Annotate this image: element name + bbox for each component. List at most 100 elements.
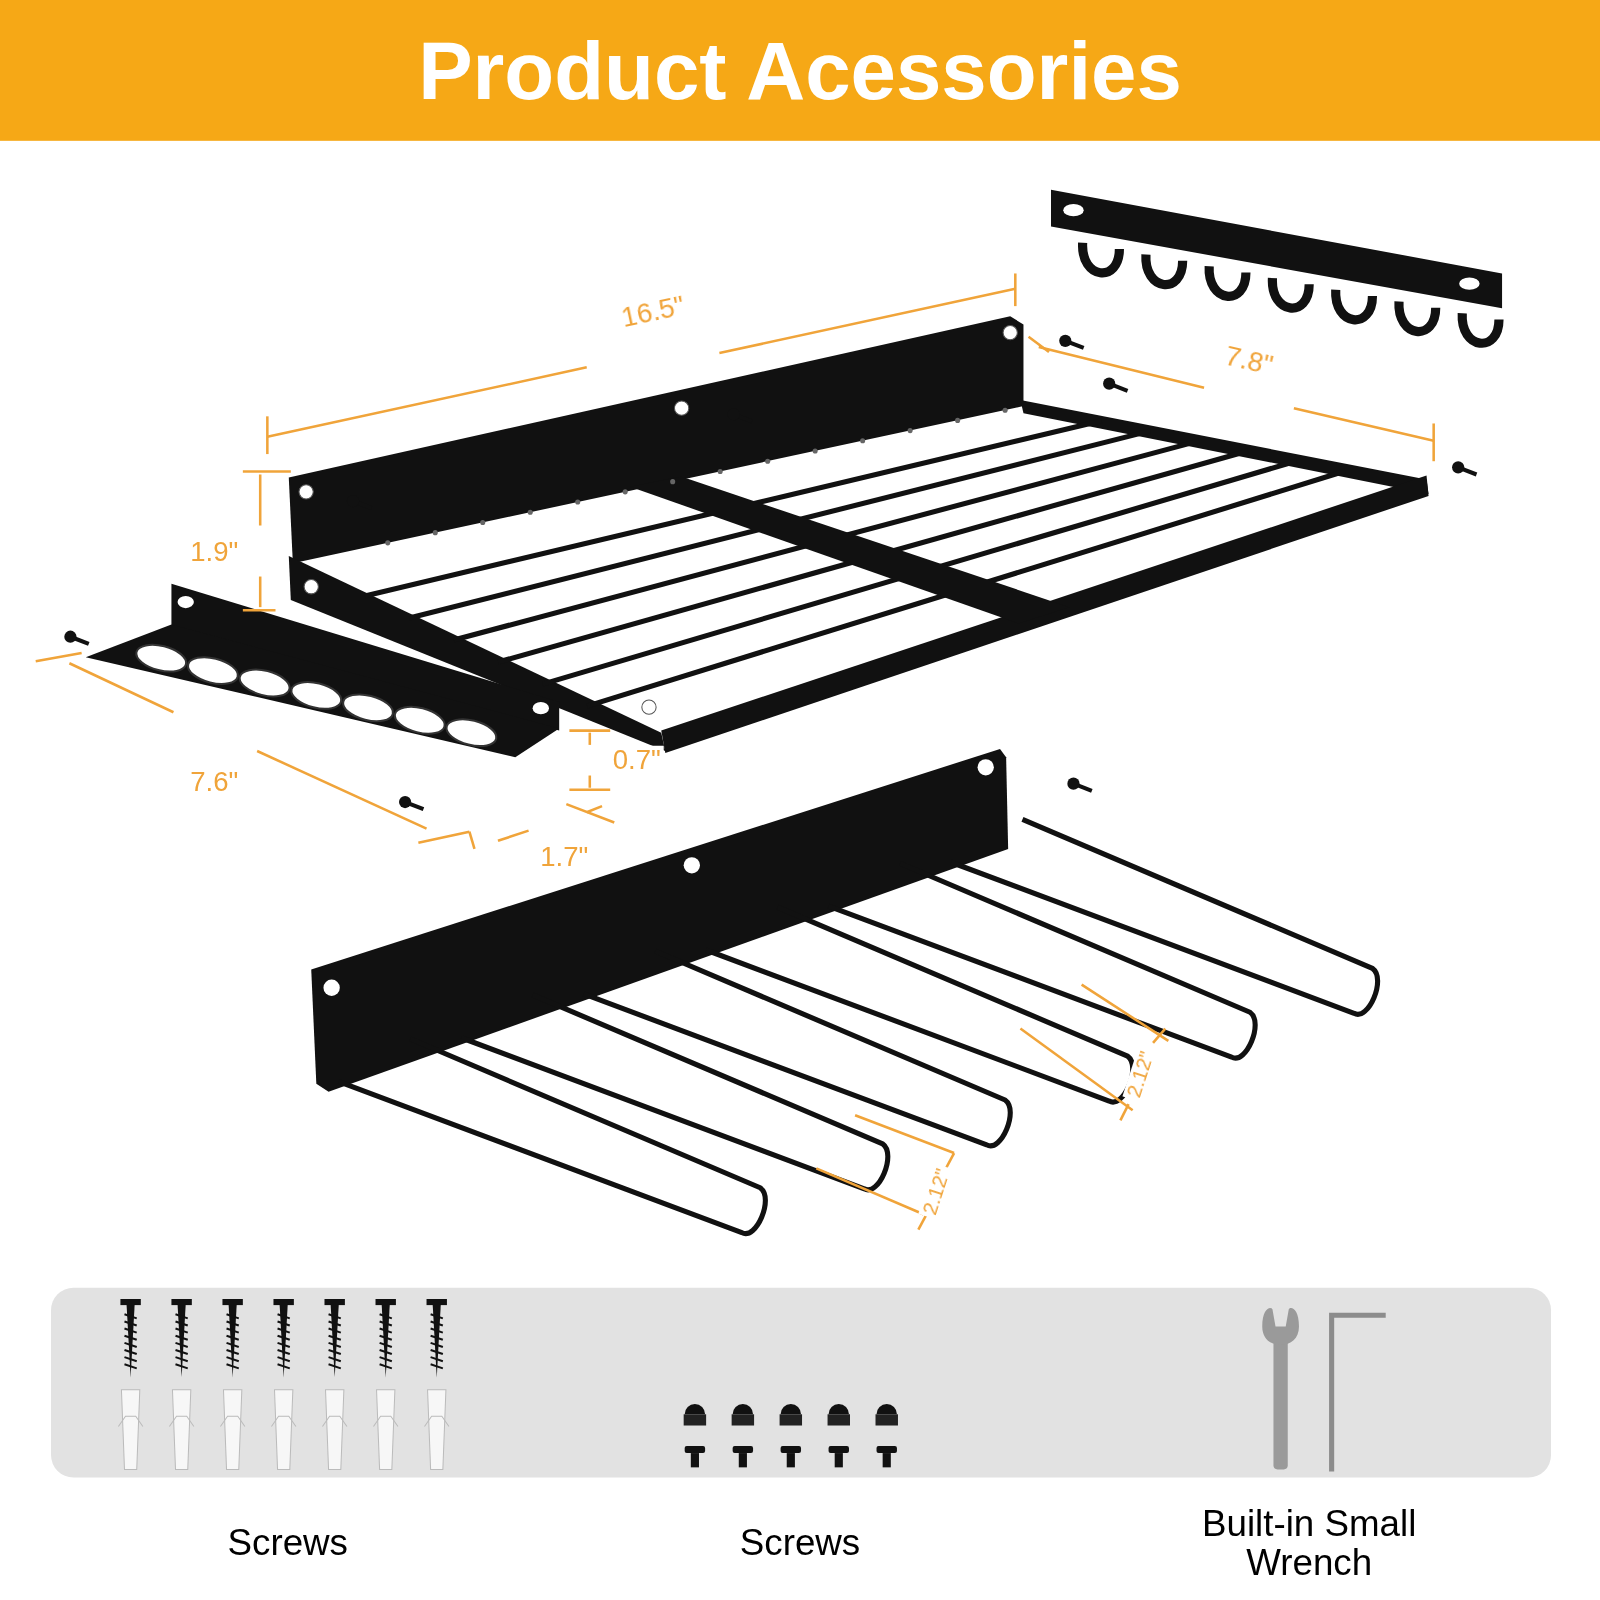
small-screw [399, 796, 423, 809]
hook-hole [1347, 301, 1357, 311]
dimension-line [243, 470, 291, 473]
dimension-line [469, 832, 474, 849]
mount-hole [1003, 326, 1017, 340]
round-hole [392, 702, 447, 738]
dimension-label: 1.9" [187, 538, 241, 567]
small-hole [1003, 408, 1008, 413]
wall-anchor [373, 1390, 397, 1470]
dimension-lines [36, 273, 1434, 1229]
small-hole [528, 510, 533, 515]
small-hole [385, 540, 390, 545]
mount-hole [299, 485, 313, 499]
small-screw [1059, 335, 1083, 348]
dimension-line [1432, 423, 1435, 461]
dimension-line [1120, 1104, 1128, 1120]
bracket-plate [86, 624, 559, 757]
dimension-label: 1.7" [537, 843, 591, 872]
hook-hole [1410, 313, 1420, 323]
wall-anchor [169, 1390, 193, 1470]
wood-screw [171, 1302, 191, 1378]
bracket-figure [86, 584, 559, 757]
hardware-panel [51, 1288, 1551, 1478]
dimension-line [569, 729, 610, 732]
small-screw [64, 631, 88, 644]
part-label: Built-in Small Wrench [1179, 1504, 1440, 1581]
wire-loop [951, 819, 1378, 1014]
wood-screw [324, 1302, 344, 1378]
part-label: Screws [224, 1524, 351, 1563]
small-hole [718, 469, 723, 474]
small-screw [347, 495, 371, 508]
dimension-line [259, 577, 262, 608]
dimension-line [259, 474, 262, 525]
dimension-line [855, 1115, 954, 1153]
round-hole [237, 665, 292, 701]
acorn-nut [684, 1404, 706, 1425]
small-hole [813, 448, 818, 453]
title-band [0, 0, 1600, 141]
dimension-line [243, 609, 276, 612]
dimension-line [1082, 985, 1169, 1041]
mount-hole [642, 700, 656, 714]
hook [1272, 278, 1309, 308]
mount-hole [674, 401, 688, 415]
dimension-label: 7.8" [1219, 341, 1278, 381]
hook [1209, 266, 1246, 296]
machine-bolt [685, 1446, 705, 1467]
dimension-line [1039, 347, 1204, 388]
dimension-line [69, 663, 173, 712]
small-hole [908, 428, 913, 433]
dimension-line [1014, 273, 1017, 306]
rack-figure [311, 749, 1377, 1234]
dimension-label: 2.12" [918, 1163, 955, 1220]
small-screw [1452, 461, 1476, 474]
small-hole [860, 438, 865, 443]
hook-hole [1284, 289, 1294, 299]
hook [1462, 313, 1499, 343]
dimension-line [816, 1168, 923, 1214]
wall-anchor [424, 1390, 448, 1470]
acorn-nut [732, 1404, 754, 1425]
round-hole [340, 690, 395, 726]
dimension-label: 7.6" [187, 767, 241, 796]
small-screw [1103, 378, 1127, 391]
machine-bolt [829, 1446, 849, 1467]
mount-hole [178, 596, 194, 608]
dimension-line [946, 1153, 954, 1168]
dimension-line [918, 1214, 926, 1229]
hook [1146, 255, 1183, 285]
acorn-nut [828, 1404, 850, 1425]
mount-hole [684, 857, 700, 873]
shelf-rod [587, 471, 1345, 706]
wrench [1262, 1308, 1299, 1469]
hook-hole [1220, 278, 1230, 288]
mount-hole [323, 980, 339, 996]
dimension-line [1153, 1029, 1165, 1043]
wall-anchor [271, 1390, 295, 1470]
mount-hole [304, 580, 318, 594]
small-hole [623, 489, 628, 494]
wood-screw [222, 1302, 242, 1378]
dimension-label: 0.7" [610, 746, 664, 775]
round-hole [185, 653, 240, 689]
wood-screw [427, 1302, 447, 1378]
hardware-figures [118, 1302, 1385, 1471]
dimension-line [498, 831, 529, 841]
acorn-nut [780, 1404, 802, 1425]
small-hole [575, 499, 580, 504]
dimension-line [569, 789, 610, 792]
dimension-line [566, 804, 614, 822]
small-hole [480, 520, 485, 525]
hook-hole [1094, 254, 1104, 264]
wood-screw [273, 1302, 293, 1378]
shelf-rod [498, 451, 1248, 662]
hex-key [1332, 1315, 1386, 1471]
small-screw [728, 408, 752, 421]
round-hole [134, 640, 189, 676]
hook [1399, 302, 1436, 332]
title: Product Acessories [418, 24, 1182, 118]
mount-hole [1063, 204, 1083, 216]
small-hole [670, 479, 675, 484]
dimension-label: 16.5" [616, 291, 690, 334]
